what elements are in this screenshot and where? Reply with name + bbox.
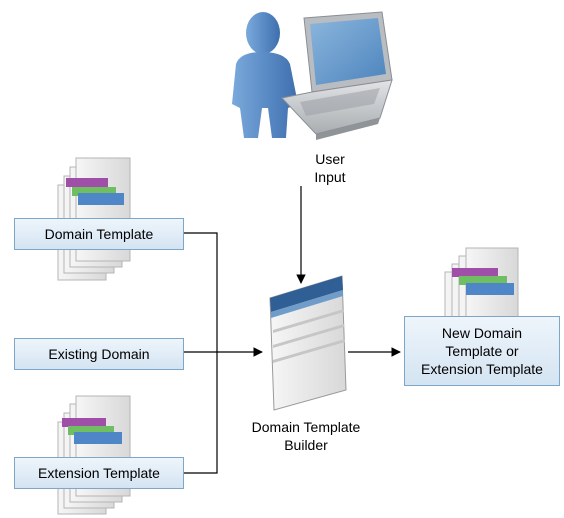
user-input-label-line2: Input: [314, 169, 346, 185]
output-label-line2: Template or: [445, 343, 519, 359]
connectors: [184, 186, 401, 474]
laptop-icon: [281, 11, 393, 140]
domain-template-label: Domain Template: [44, 226, 154, 242]
output-box: New Domain Template or Extension Templat…: [404, 316, 560, 386]
domain-template-box: Domain Template: [14, 218, 184, 250]
existing-domain-box: Existing Domain: [14, 338, 184, 370]
builder-label-line2: Builder: [284, 437, 328, 453]
user-icon: [232, 12, 298, 138]
output-label-line1: New Domain: [441, 325, 523, 341]
builder-label: Domain Template Builder: [236, 418, 376, 454]
extension-template-label: Extension Template: [38, 465, 160, 481]
user-input-label-line1: User: [315, 151, 345, 167]
output-label-line3: Extension Template: [421, 361, 543, 377]
builder-label-line1: Domain Template: [251, 419, 361, 435]
extension-template-document-icon: [57, 395, 131, 515]
builder-window-icon: [269, 275, 347, 411]
user-input-label: User Input: [300, 150, 360, 186]
domain-template-connector: [184, 232, 218, 474]
existing-domain-label: Existing Domain: [48, 346, 150, 362]
extension-template-box: Extension Template: [14, 457, 184, 489]
